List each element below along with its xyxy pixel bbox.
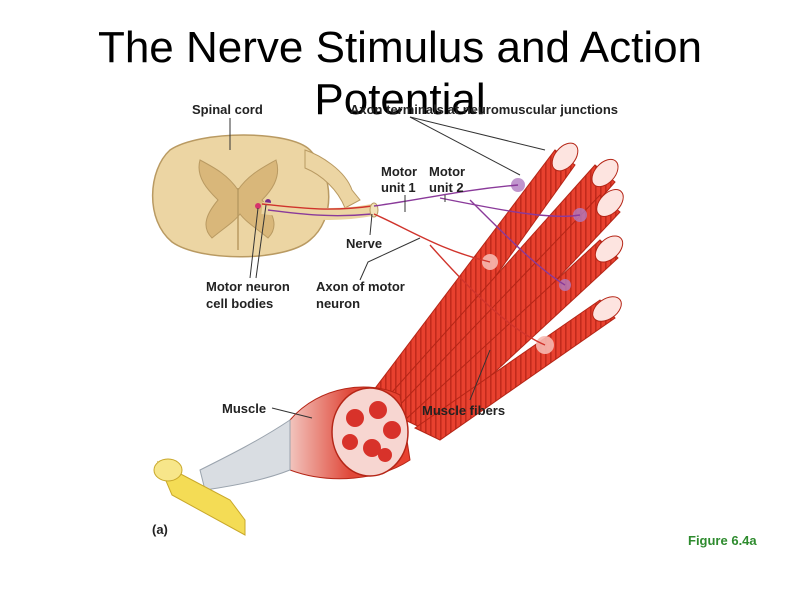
label-panel: (a) xyxy=(152,522,168,537)
muscle-fibers xyxy=(369,142,624,441)
spinal-cord xyxy=(151,134,361,258)
label-motor-unit-1-line1: Motor xyxy=(381,164,417,179)
label-motor-unit-1-line2: unit 1 xyxy=(381,180,416,195)
neuron-cell-body-1 xyxy=(255,203,261,209)
slide-title: The Nerve Stimulus and Action Potential xyxy=(0,22,800,126)
axons xyxy=(373,184,581,346)
figure-caption: Figure 6.4a xyxy=(688,533,757,548)
label-axon-terminals: Axon terminals at neuromuscular junction… xyxy=(350,102,618,117)
label-nerve: Nerve xyxy=(346,236,382,251)
title-line-2: Potential xyxy=(314,75,486,124)
title-line-1: The Nerve Stimulus and Action xyxy=(97,23,703,72)
label-axon-motor-line1: Axon of motor xyxy=(316,279,405,294)
label-muscle-fibers: Muscle fibers xyxy=(422,403,505,418)
whole-muscle xyxy=(153,386,411,536)
label-muscle: Muscle xyxy=(222,401,266,416)
label-axon-motor-line2: neuron xyxy=(316,296,360,311)
label-motor-neuron-line1: Motor neuron xyxy=(206,279,290,294)
tendon-end xyxy=(153,458,183,482)
label-motor-unit-2-line1: Motor xyxy=(429,164,465,179)
label-motor-unit-2-line2: unit 2 xyxy=(429,180,464,195)
label-motor-neuron-line2: cell bodies xyxy=(206,296,273,311)
nerve xyxy=(261,202,379,220)
label-spinal-cord: Spinal cord xyxy=(192,102,263,117)
leader-lines xyxy=(229,116,546,419)
